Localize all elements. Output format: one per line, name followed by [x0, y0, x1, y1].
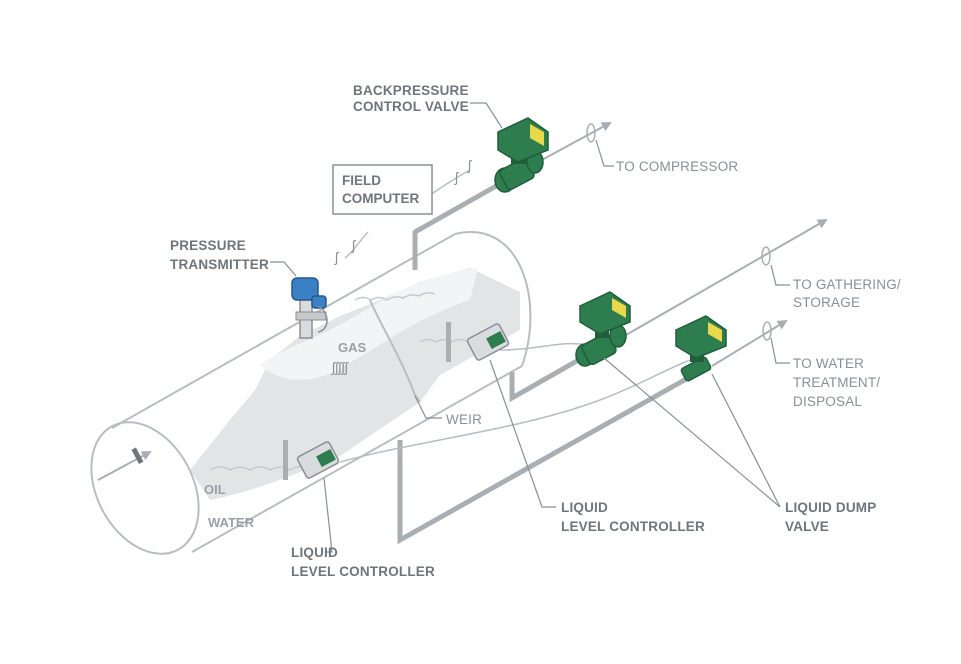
water-line: [711, 319, 788, 367]
label-to-gathering-storage: TO GATHERING/ STORAGE: [793, 277, 901, 310]
svg-text:LIQUID: LIQUID: [291, 545, 338, 560]
liquid-fill: [190, 268, 520, 500]
gas-vapor-marks: ʃʃʃʃʃ: [331, 360, 349, 375]
svg-text:BACKPRESSURE: BACKPRESSURE: [353, 83, 469, 98]
svg-text:ʃ: ʃ: [454, 170, 459, 185]
label-liquid-level-controller-left: LIQUID LEVEL CONTROLLER: [291, 545, 435, 579]
label-pressure-transmitter: PRESSURE TRANSMITTER: [170, 238, 269, 272]
gas-outlet-pipe: [412, 182, 500, 270]
svg-text:LEVEL CONTROLLER: LEVEL CONTROLLER: [291, 564, 435, 579]
svg-text:STORAGE: STORAGE: [793, 295, 860, 310]
separator-vessel: [90, 231, 532, 555]
label-oil: OIL: [204, 482, 226, 497]
leader-lines: [270, 102, 790, 553]
backpressure-control-valve-device: [494, 117, 549, 193]
label-gas: GAS: [338, 340, 367, 355]
svg-text:VALVE: VALVE: [785, 519, 829, 534]
label-field-computer: FIELD COMPUTER: [342, 173, 420, 206]
label-to-compressor: TO COMPRESSOR: [616, 159, 738, 174]
label-to-water-treatment: TO WATER TREATMENT/ DISPOSAL: [793, 356, 880, 409]
liquid-level-controller-left-device: [296, 441, 340, 479]
gas-cutaway: [260, 268, 478, 380]
svg-text:LIQUID DUMP: LIQUID DUMP: [785, 500, 876, 515]
svg-text:COMPUTER: COMPUTER: [342, 191, 420, 206]
pressure-transmitter-device: [291, 277, 328, 339]
label-backpressure-control-valve: BACKPRESSURE CONTROL VALVE: [353, 83, 469, 114]
svg-text:TO WATER: TO WATER: [793, 356, 864, 371]
level-probe-left: [283, 440, 288, 480]
level-probe-right: [446, 322, 451, 362]
inlet-arrow: [97, 451, 152, 481]
svg-text:FIELD: FIELD: [342, 173, 381, 188]
field-computer-box: [332, 164, 433, 215]
label-weir: WEIR: [446, 412, 482, 427]
svg-text:ʃ: ʃ: [351, 238, 356, 253]
weir-plate: [369, 299, 421, 403]
signal-lines: [339, 169, 691, 463]
water-dump-valve-device: [675, 315, 727, 382]
liquid-level-controller-right-device: [466, 323, 510, 361]
oil-outlet-pipe: [509, 355, 584, 403]
svg-text:TO GATHERING/: TO GATHERING/: [793, 277, 901, 292]
svg-text:LIQUID: LIQUID: [561, 500, 608, 515]
svg-text:TRANSMITTER: TRANSMITTER: [170, 257, 269, 272]
svg-text:TREATMENT/: TREATMENT/: [793, 375, 880, 390]
water-outlet-pipe: [397, 375, 690, 545]
gathering-line: [625, 219, 828, 336]
label-liquid-level-controller-right: LIQUID LEVEL CONTROLLER: [561, 500, 705, 534]
svg-text:CONTROL VALVE: CONTROL VALVE: [353, 99, 469, 114]
label-water: WATER: [208, 515, 255, 530]
svg-text:PRESSURE: PRESSURE: [170, 238, 246, 253]
svg-text:ʃ: ʃ: [334, 250, 339, 265]
oil-dump-valve-device: [575, 291, 631, 367]
svg-text:LEVEL CONTROLLER: LEVEL CONTROLLER: [561, 519, 705, 534]
svg-text:DISPOSAL: DISPOSAL: [793, 394, 862, 409]
label-liquid-dump-valve: LIQUID DUMP VALVE: [785, 500, 876, 534]
compressor-line: [537, 122, 612, 163]
svg-text:ʃ: ʃ: [467, 158, 472, 173]
